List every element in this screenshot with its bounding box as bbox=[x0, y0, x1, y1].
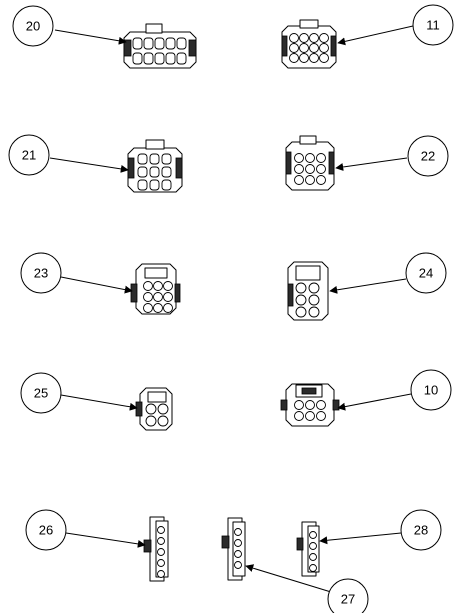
leader-line-28 bbox=[319, 532, 402, 545]
svg-text:10: 10 bbox=[424, 383, 438, 398]
callout-26: 26 bbox=[25, 509, 67, 551]
svg-text:25: 25 bbox=[34, 386, 48, 401]
part-20-connector-drawing bbox=[123, 23, 197, 69]
part-10-connector-drawing bbox=[280, 383, 340, 427]
svg-text:23: 23 bbox=[34, 266, 48, 281]
callout-21: 21 bbox=[8, 134, 50, 176]
callout-10: 10 bbox=[410, 369, 452, 411]
svg-text:26: 26 bbox=[39, 523, 53, 538]
leader-line-27 bbox=[245, 564, 332, 593]
leader-line-25 bbox=[60, 394, 138, 411]
part-23-connector-drawing bbox=[130, 263, 181, 315]
callout-20: 20 bbox=[12, 5, 54, 47]
svg-text:21: 21 bbox=[22, 148, 36, 163]
part-24-connector-drawing bbox=[287, 261, 329, 321]
leader-line-22 bbox=[335, 157, 408, 171]
callout-24: 24 bbox=[405, 252, 447, 294]
callout-11: 11 bbox=[412, 4, 454, 46]
leader-line-26 bbox=[65, 532, 146, 548]
callout-27: 27 bbox=[327, 578, 369, 613]
leader-line-10 bbox=[337, 393, 412, 411]
part-25-connector-drawing bbox=[135, 387, 173, 431]
svg-text:27: 27 bbox=[341, 592, 355, 607]
part-28-connector-drawing bbox=[296, 521, 320, 577]
callout-25: 25 bbox=[20, 372, 62, 414]
leader-line-11 bbox=[337, 25, 414, 46]
leader-line-24 bbox=[329, 278, 407, 294]
part-27-connector-drawing bbox=[221, 517, 246, 581]
part-22-connector-drawing bbox=[285, 135, 335, 191]
leader-line-21 bbox=[49, 157, 129, 173]
svg-text:22: 22 bbox=[421, 149, 435, 164]
part-21-connector-drawing bbox=[127, 139, 183, 193]
svg-text:28: 28 bbox=[414, 523, 428, 538]
callout-23: 23 bbox=[20, 252, 62, 294]
svg-text:24: 24 bbox=[419, 266, 433, 281]
part-11-connector-drawing bbox=[281, 19, 337, 69]
callout-22: 22 bbox=[407, 135, 449, 177]
leader-line-20 bbox=[54, 29, 127, 45]
svg-text:11: 11 bbox=[426, 18, 440, 33]
callout-28: 28 bbox=[400, 509, 442, 551]
leader-line-23 bbox=[60, 276, 133, 294]
part-26-connector-drawing bbox=[143, 516, 169, 582]
svg-text:20: 20 bbox=[26, 19, 40, 34]
